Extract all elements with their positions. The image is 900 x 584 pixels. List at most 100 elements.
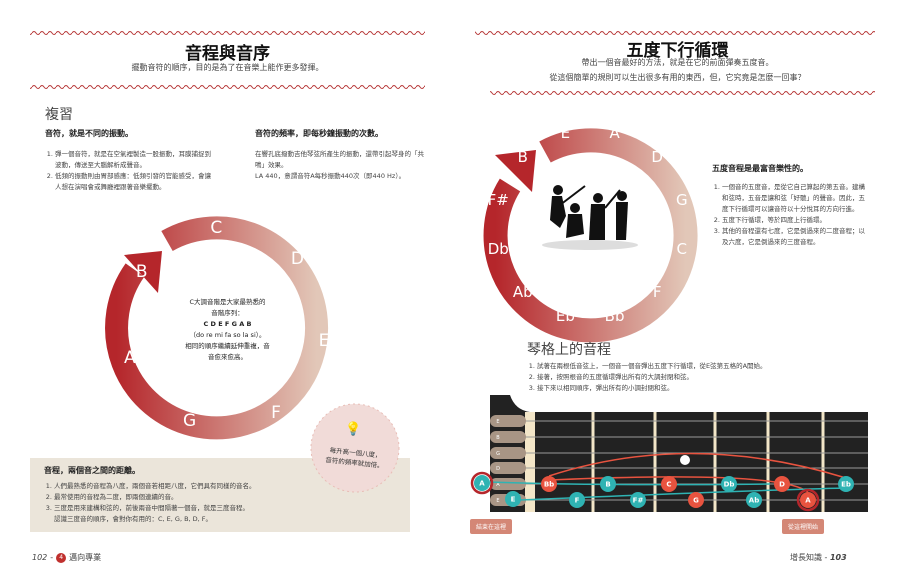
string-label: A xyxy=(496,482,500,488)
circle-note: F xyxy=(271,403,281,424)
note-marker xyxy=(800,492,816,508)
tuning-peg xyxy=(490,462,526,474)
note-marker xyxy=(721,476,737,492)
fret-heading: 琴格上的音程 xyxy=(527,342,611,358)
circle-note: B xyxy=(135,262,148,283)
circle-note: C xyxy=(210,217,223,238)
circle-note: Bb xyxy=(604,307,625,326)
string-label: E xyxy=(496,498,499,504)
wavy-divider xyxy=(30,84,425,90)
review-col-1: 音符，就是不同的振動。 彈一個音符，就是在空氣裡製造一股振動，耳膜捕捉到波動，傳… xyxy=(45,128,215,193)
string-label: E xyxy=(496,419,499,425)
note-marker xyxy=(505,491,521,507)
list-item: 三度是用來建構和弦的，前後兩音中間隔著一個音，就是三度音程。 xyxy=(54,503,344,514)
tuning-peg xyxy=(490,431,526,443)
fret xyxy=(821,412,825,512)
note-marker xyxy=(474,475,490,491)
circle-note: A xyxy=(609,123,620,142)
highlight-ring xyxy=(470,471,494,495)
footer-right: 增長知識 - 103 xyxy=(790,553,847,562)
list-item: 五度下行循環，等於四度上行循環。 xyxy=(722,215,867,226)
note-marker xyxy=(541,476,557,492)
note-label: A xyxy=(479,480,485,488)
circle-note: E xyxy=(560,123,571,142)
start-label: 從這裡開始 xyxy=(782,519,825,534)
circle-note: C xyxy=(676,240,687,259)
section-heading: 音符的頻率，即每秒鐘振動的次數。 xyxy=(255,129,383,138)
tuning-peg xyxy=(490,415,526,427)
circle-note: D xyxy=(290,248,304,269)
circle-note: F xyxy=(652,282,662,301)
fret xyxy=(713,412,717,512)
circle-center-text: C大調音階是大家最熟悉的音階序列：C D E F G A B（do re mi … xyxy=(185,298,270,361)
note-marker xyxy=(688,492,704,508)
band-silhouette-image xyxy=(542,185,638,250)
note-label: D xyxy=(779,481,785,489)
circle-note: E xyxy=(318,331,330,352)
string-label: B xyxy=(496,435,500,441)
note-marker xyxy=(746,492,762,508)
circle-note: Ab xyxy=(512,282,533,301)
note-label: E xyxy=(511,496,516,504)
note-label: F xyxy=(575,497,580,505)
circle-note: F# xyxy=(487,190,509,209)
fifths-text: 五度音程是最富音樂性的。 一個音的五度音，是從它自己算起的第五音。建構和弦時，五… xyxy=(712,163,867,248)
list-item: 最常使用的音程為二度，即兩個連續的音。 xyxy=(54,492,344,503)
fret xyxy=(591,412,595,512)
note-label: F# xyxy=(633,497,644,505)
section-heading: 音程，兩個音之間的距離。 xyxy=(44,466,140,475)
section-heading: 五度音程是最富音樂性的。 xyxy=(712,164,808,173)
note-marker xyxy=(569,492,585,508)
note-label: Eb xyxy=(841,481,851,489)
note-label: Bb xyxy=(544,481,554,489)
note-marker xyxy=(600,476,616,492)
fret xyxy=(766,412,770,512)
list-item: 彈一個音符，就是在空氣裡製造一股振動，耳膜捕捉到波動，傳送至大腦解析成聲音。 xyxy=(55,149,215,171)
red-arrow xyxy=(548,452,847,479)
note-label: Ab xyxy=(749,497,759,505)
paragraph: 認識三度音的順序，會對你有用的：C, E, G, B, D, F。 xyxy=(54,515,213,523)
paragraph: LA 440，意謂音符A每秒振動440次（即440 Hz）。 xyxy=(255,172,406,180)
wavy-divider xyxy=(490,89,875,95)
circle-note: Eb xyxy=(555,307,575,326)
list-item: 人們最熟悉的音程為八度，兩個音若相距八度，它們具有同樣的音名。 xyxy=(54,481,344,492)
list-item: 試著在兩根低音弦上，一個音一個音彈出五度下行循環，從E弦第五格的A開始。 xyxy=(537,361,857,372)
chapter-badge: 4 xyxy=(56,552,67,563)
tuning-peg xyxy=(490,447,526,459)
note-label: A xyxy=(805,497,811,505)
tip-badge xyxy=(310,403,400,493)
note-marker xyxy=(774,476,790,492)
fifths-circle xyxy=(483,128,698,343)
circle-note: G xyxy=(183,411,197,432)
note-label: G xyxy=(693,497,699,505)
string-label: D xyxy=(496,466,500,472)
note-label: B xyxy=(605,481,610,489)
list-item: 接著，按照根音的五度循環彈出所有的大調封閉和弦。 xyxy=(537,372,857,383)
wavy-divider xyxy=(30,29,425,35)
circle-note: Db xyxy=(487,240,509,259)
fret-instructions: 試著在兩根低音弦上，一個音一個音彈出五度下行循環，從E弦第五格的A開始。接著，按… xyxy=(527,361,857,394)
wavy-divider xyxy=(475,29,875,35)
paragraph: 在響孔底撥動吉他琴弦所產生的振動，還帶引起琴身的「共鳴」效果。 xyxy=(255,150,424,169)
note-marker xyxy=(661,476,677,492)
page-title: 五度下行循環 xyxy=(626,41,729,61)
footer-left: 102- 4 邁向專業 xyxy=(32,552,102,563)
list-item: 其他的音程還有七度，它是倒過來的二度音程；以及六度，它是倒過來的三度音程。 xyxy=(722,226,867,248)
interval-box-content: 音程，兩個音之間的距離。 人們最熟悉的音程為八度，兩個音若相距八度，它們具有同樣… xyxy=(44,465,344,525)
scale-circle xyxy=(105,216,329,440)
note-marker xyxy=(630,492,646,508)
page-subtitle: 帶出一個音最好的方法，就是在它的前面彈奏五度音。從這個簡單的規則可以生出很多有用… xyxy=(549,58,806,82)
note-marker xyxy=(838,476,854,492)
circle-note: B xyxy=(517,148,528,167)
circle-note: D xyxy=(651,148,663,167)
section-heading: 音符，就是不同的振動。 xyxy=(45,129,133,138)
page-title: 音程與音序 xyxy=(185,44,270,64)
highlight-ring xyxy=(796,488,820,512)
circle-note: G xyxy=(675,190,688,209)
review-heading: 複習 xyxy=(45,107,73,123)
circle-note: A xyxy=(123,348,136,369)
string-label: G xyxy=(496,451,500,457)
note-label: Db xyxy=(724,481,735,489)
